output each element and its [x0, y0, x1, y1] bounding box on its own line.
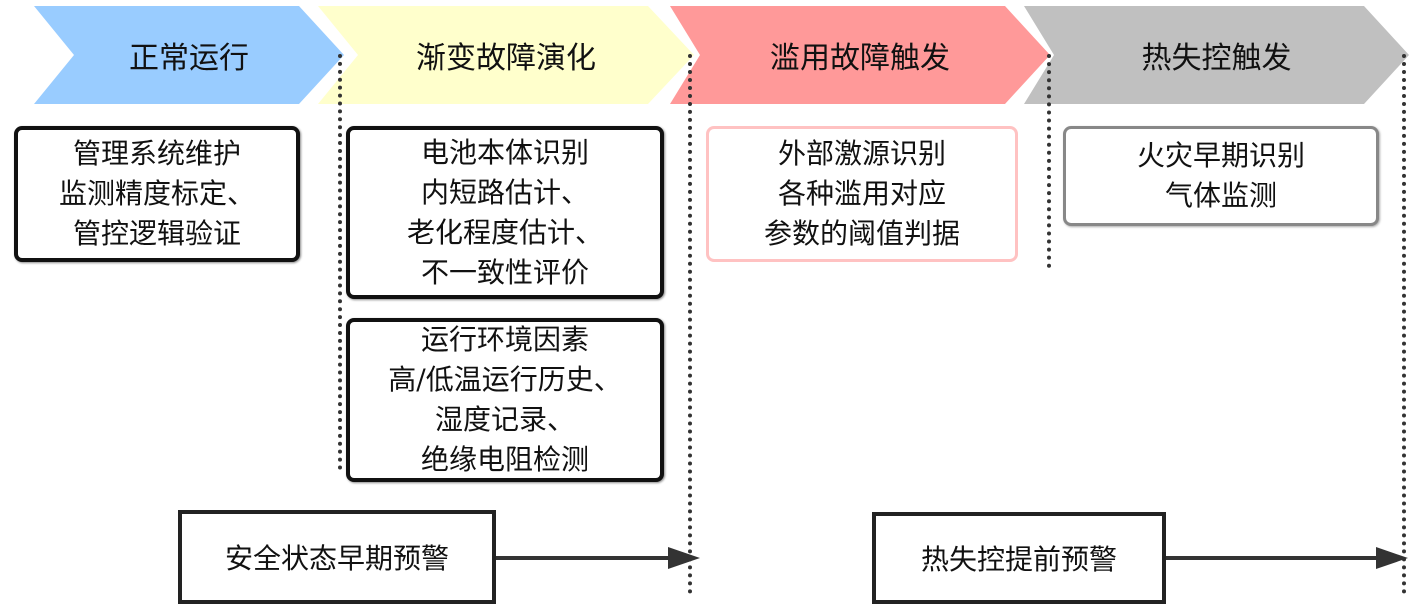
divider-line	[1402, 54, 1406, 594]
stage-gradual-fault: 渐变故障演化	[318, 6, 694, 104]
stage-label: 滥用故障触发	[770, 41, 950, 76]
box-line: 电池本体识别	[420, 135, 589, 169]
stage-label: 正常运行	[129, 41, 249, 76]
divider-line	[688, 54, 692, 594]
early-warning-label: 安全状态早期预警	[224, 542, 449, 575]
stage-label: 热失控触发	[1141, 41, 1292, 76]
chevron-shape	[34, 6, 344, 104]
divider-line	[1047, 54, 1051, 268]
box-line: 气体监测	[1164, 179, 1277, 212]
chevron-shape	[670, 6, 1050, 104]
environment-factors-box: 运行环境因素 高/低温运行历史、 湿度记录、 绝缘电阻检测	[346, 318, 664, 482]
stage-normal-operation: 正常运行	[34, 6, 344, 104]
box-line: 湿度记录、	[434, 403, 575, 436]
early-warning-box: 安全状态早期预警	[178, 510, 496, 604]
thermal-runaway-box: 火灾早期识别 气体监测	[1063, 126, 1379, 226]
box-line: 火灾早期识别	[1136, 139, 1305, 172]
box-line: 内短路估计、	[420, 175, 589, 209]
box-line: 运行环境因素	[420, 323, 589, 356]
box-line: 外部激源识别	[777, 137, 946, 170]
stage-label: 渐变故障演化	[416, 41, 596, 76]
box-line: 管理系统维护	[72, 137, 241, 170]
box-line: 管控逻辑验证	[72, 217, 241, 250]
box-line: 绝缘电阻检测	[420, 443, 589, 476]
box-line: 各种滥用对应	[777, 177, 946, 210]
box-line: 高/低温运行历史、	[388, 363, 622, 396]
chevron-shape	[318, 6, 694, 104]
stage-abuse-fault: 滥用故障触发	[670, 6, 1050, 104]
box-line: 老化程度估计、	[406, 215, 603, 249]
box-line: 参数的阈值判据	[763, 217, 960, 250]
abuse-trigger-box: 外部激源识别 各种滥用对应 参数的阈值判据	[706, 126, 1018, 262]
battery-identification-box: 电池本体识别 内短路估计、 老化程度估计、 不一致性评价	[346, 126, 664, 299]
stage-thermal-runaway: 热失控触发	[1024, 6, 1409, 104]
thermal-warning-box: 热失控提前预警	[872, 512, 1166, 604]
divider-line	[338, 54, 342, 470]
arrow-right-icon	[496, 547, 700, 569]
arrow-right-icon	[1166, 547, 1408, 569]
thermal-warning-label: 热失控提前预警	[920, 543, 1117, 576]
box-line: 不一致性评价	[420, 255, 589, 289]
box-line: 监测精度标定、	[58, 177, 255, 210]
chevron-shape	[1024, 6, 1409, 104]
normal-operation-box: 管理系统维护 监测精度标定、 管控逻辑验证	[14, 126, 300, 262]
